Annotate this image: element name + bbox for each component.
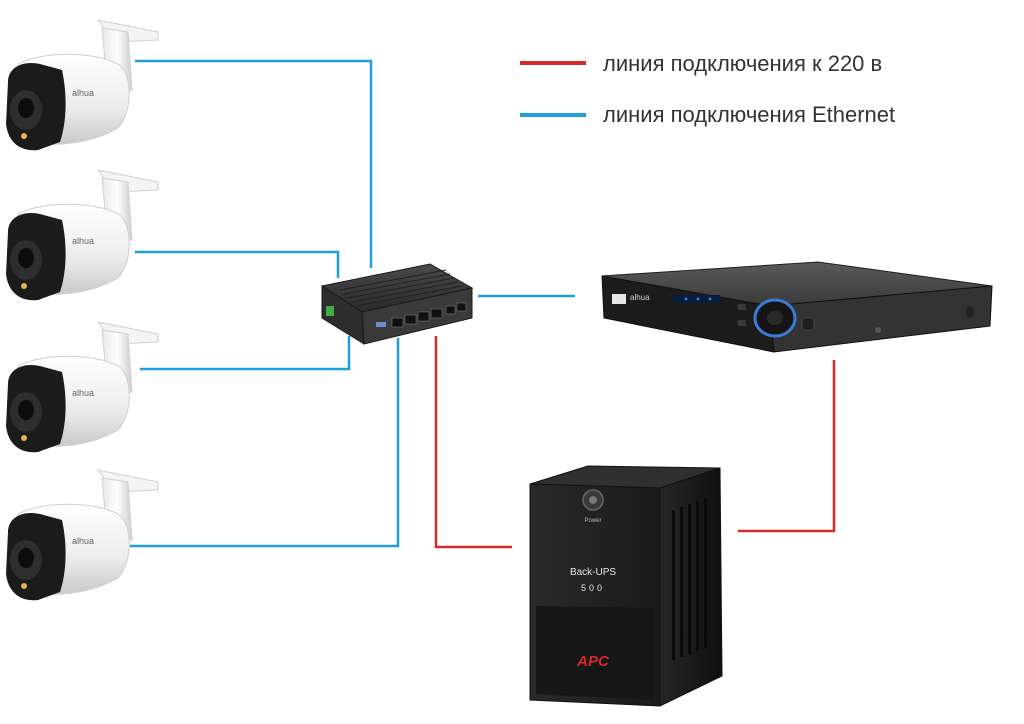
switch-port-5 [445,305,456,315]
ups-power-label: Power [584,518,601,524]
legend: линия подключения к 220 в линия подключе… [520,51,895,127]
switch-port-2 [404,314,417,325]
camera-2-brand: alhua [72,236,94,246]
camera-3-brand: alhua [72,388,94,398]
power-line-switch [434,336,512,549]
switch-port-6 [456,302,467,312]
ups: Power Back-UPS 500 APC [529,465,723,707]
camera-4-brand: alhua [72,536,94,546]
switch-port-3 [417,311,430,322]
switch-port-4 [430,308,443,319]
nvr-recorder: alhua [601,261,993,353]
power-line-nvr [738,360,836,533]
ethernet-lines [130,59,575,548]
camera-2: alhua [6,169,159,301]
power-lines [434,336,836,549]
camera-3: alhua [6,321,159,453]
camera-1-brand: alhua [72,88,94,98]
poe-switch [320,263,474,345]
ethernet-line-camera-2 [135,250,340,278]
ups-capacity-label: 500 [581,583,605,593]
camera-1: alhua [6,19,159,151]
ethernet-line-camera-3 [140,336,351,371]
switch-port-1 [391,317,404,328]
ethernet-line-camera-1 [135,59,373,268]
nvr-brand: alhua [630,293,650,302]
camera-4: alhua [6,469,159,601]
ups-model-label: Back-UPS [570,567,616,578]
legend-power-line-label: линия подключения к 220 в [603,51,882,76]
legend-ethernet-line-label: линия подключения Ethernet [603,102,895,127]
ethernet-line-camera-4 [130,338,400,548]
ups-brand-logo: APC [576,653,610,670]
